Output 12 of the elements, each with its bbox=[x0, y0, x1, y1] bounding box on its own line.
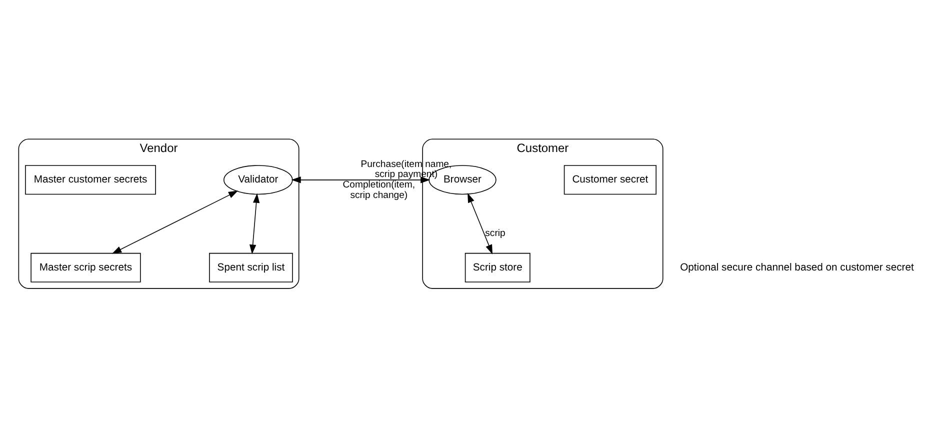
arrow bbox=[249, 193, 260, 254]
node-box: Master customer secrets bbox=[25, 165, 156, 195]
label: Optional secure channel based on customer secret bbox=[680, 262, 914, 274]
node-box: Spent scrip list bbox=[209, 252, 293, 282]
arrow bbox=[468, 193, 493, 254]
node-box: Master scrip secrets bbox=[30, 252, 141, 282]
node-box: Scrip store bbox=[464, 252, 530, 282]
arrow bbox=[112, 190, 238, 254]
node-box: Customer secret bbox=[564, 165, 656, 195]
node-ellipse: Validator bbox=[224, 165, 293, 195]
edge-label: scrip bbox=[485, 228, 506, 240]
edge-label: Completion(item, scrip change) bbox=[342, 180, 416, 201]
